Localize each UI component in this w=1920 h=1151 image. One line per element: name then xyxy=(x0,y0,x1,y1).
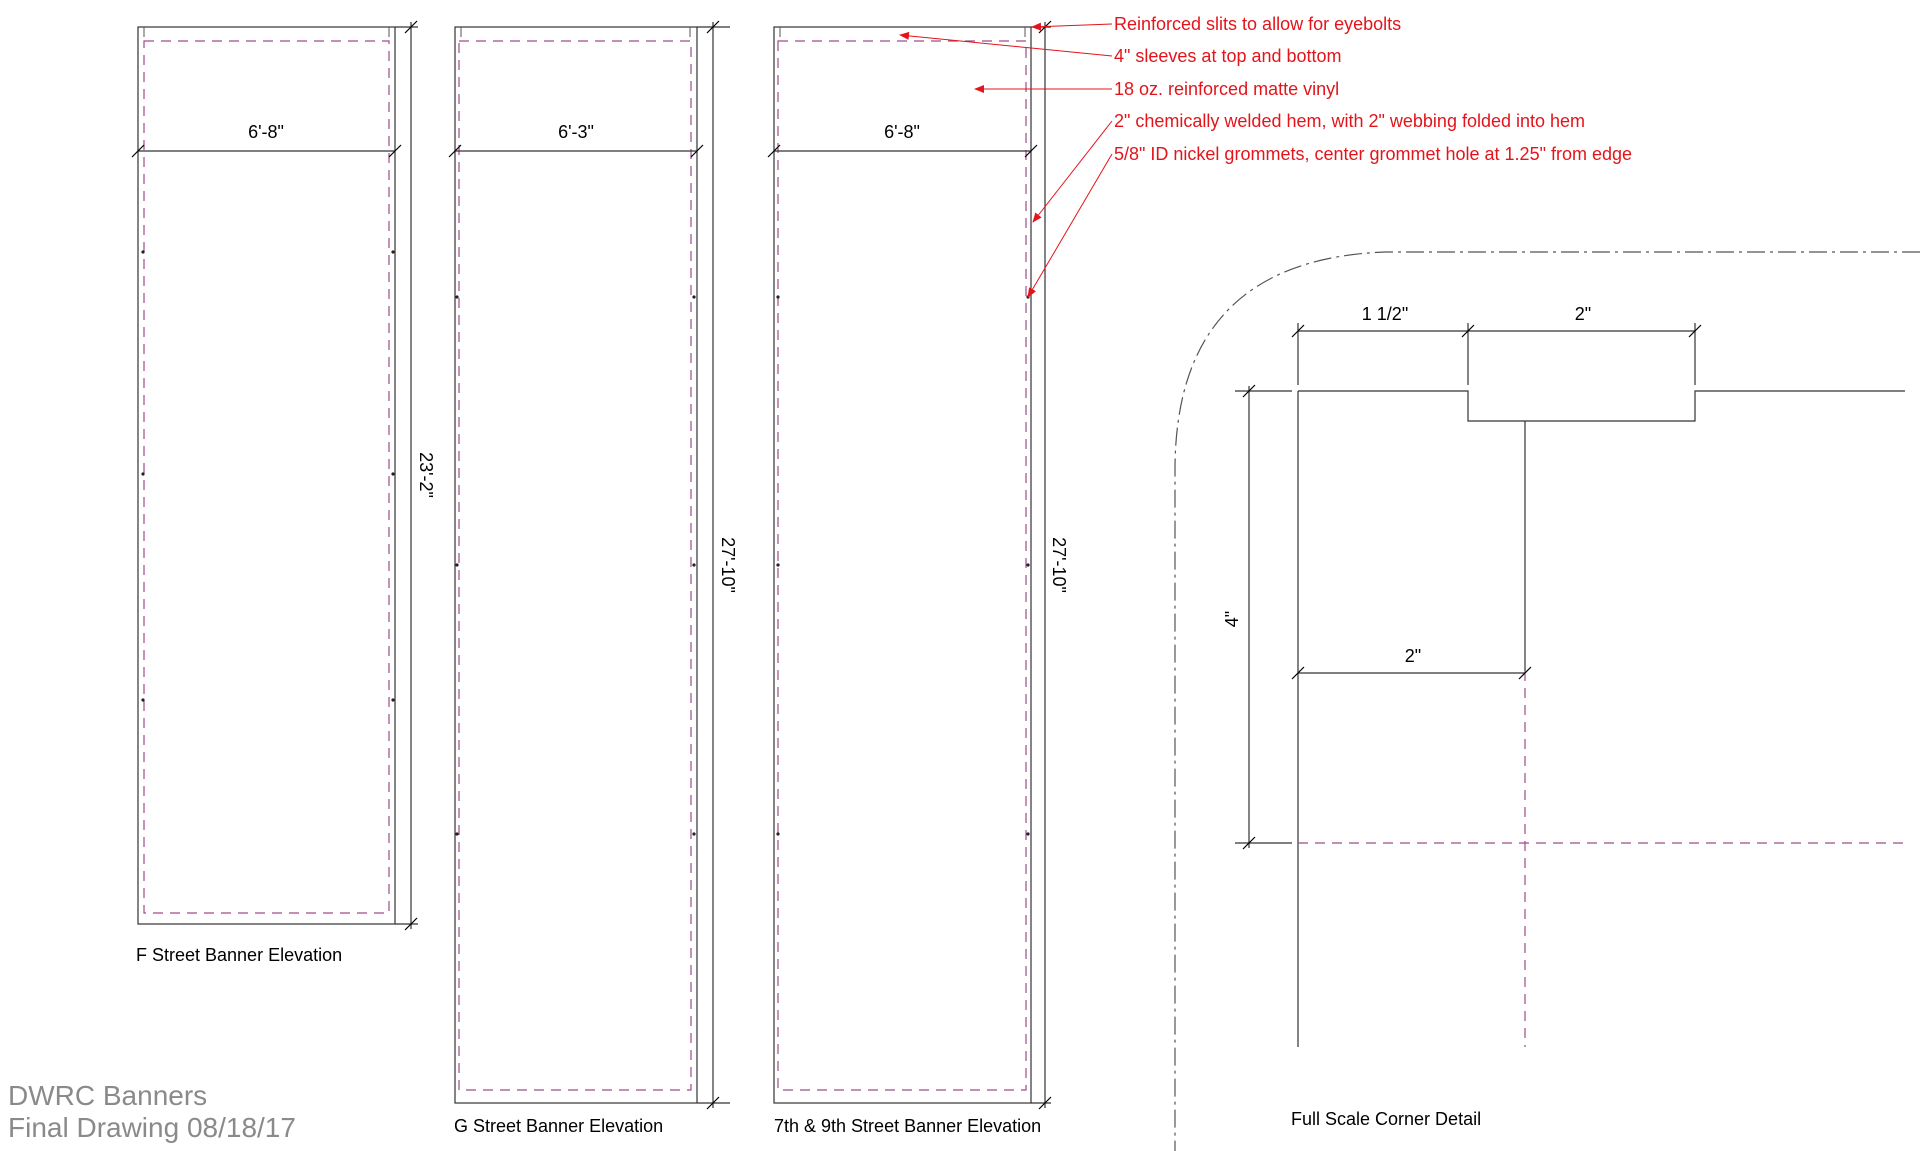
callouts: Reinforced slits to allow for eyebolts 4… xyxy=(899,14,1632,298)
width-dimension-label: 6'-3" xyxy=(558,122,594,142)
height-dimension-label: 27'-10" xyxy=(718,537,738,593)
callout-sleeves: 4" sleeves at top and bottom xyxy=(1114,46,1342,66)
detail-caption: Full Scale Corner Detail xyxy=(1291,1109,1481,1129)
banner-caption: 7th & 9th Street Banner Elevation xyxy=(774,1116,1041,1136)
grommets xyxy=(455,295,696,836)
height-dimension-label: 27'-10" xyxy=(1049,537,1069,593)
corner-detail: 1 1/2" 2" 4" 2" Full Scale Corner Detail xyxy=(1174,251,1920,1151)
detail-boundary xyxy=(1174,251,1920,1151)
height-dimension-label: 23'-2" xyxy=(416,452,436,498)
hem-line xyxy=(458,40,692,1091)
g-street-banner: 6'-3" 27'-10" G Street Banner Elevation xyxy=(448,20,738,1136)
f-street-banner: 6'-8" 23'-2" F Street Banner Elevation xyxy=(131,20,436,965)
dimension-1-1-2: 1 1/2" xyxy=(1362,304,1408,324)
callout-hem: 2" chemically welded hem, with 2" webbin… xyxy=(1114,111,1585,131)
grommets xyxy=(141,250,395,702)
title-block: DWRC Banners Final Drawing 08/18/17 xyxy=(8,1080,296,1143)
banner-outline xyxy=(137,26,396,925)
callout-eyebolt-slits: Reinforced slits to allow for eyebolts xyxy=(1114,14,1401,34)
dimension-4-vertical: 4" xyxy=(1222,611,1242,627)
7th-9th-street-banner: 6'-8" 27'-10" 7th & 9th Street Banner El… xyxy=(767,20,1069,1136)
callout-grommets: 5/8" ID nickel grommets, center grommet … xyxy=(1114,144,1632,164)
banner-outline xyxy=(773,26,1032,1104)
grommets xyxy=(776,295,1030,836)
callout-vinyl: 18 oz. reinforced matte vinyl xyxy=(1114,79,1339,99)
hem-line xyxy=(777,40,1027,1091)
width-dimension-label: 6'-8" xyxy=(884,122,920,142)
banner-edge-profile xyxy=(1298,390,1905,422)
dimension-2-inner: 2" xyxy=(1405,646,1421,666)
banner-caption: F Street Banner Elevation xyxy=(136,945,342,965)
hem-line xyxy=(143,40,390,914)
project-title: DWRC Banners xyxy=(8,1080,207,1111)
banner-outline xyxy=(454,26,698,1104)
dimension-2-top: 2" xyxy=(1575,304,1591,324)
drawing-date: Final Drawing 08/18/17 xyxy=(8,1112,296,1143)
banner-caption: G Street Banner Elevation xyxy=(454,1116,663,1136)
width-dimension-label: 6'-8" xyxy=(248,122,284,142)
